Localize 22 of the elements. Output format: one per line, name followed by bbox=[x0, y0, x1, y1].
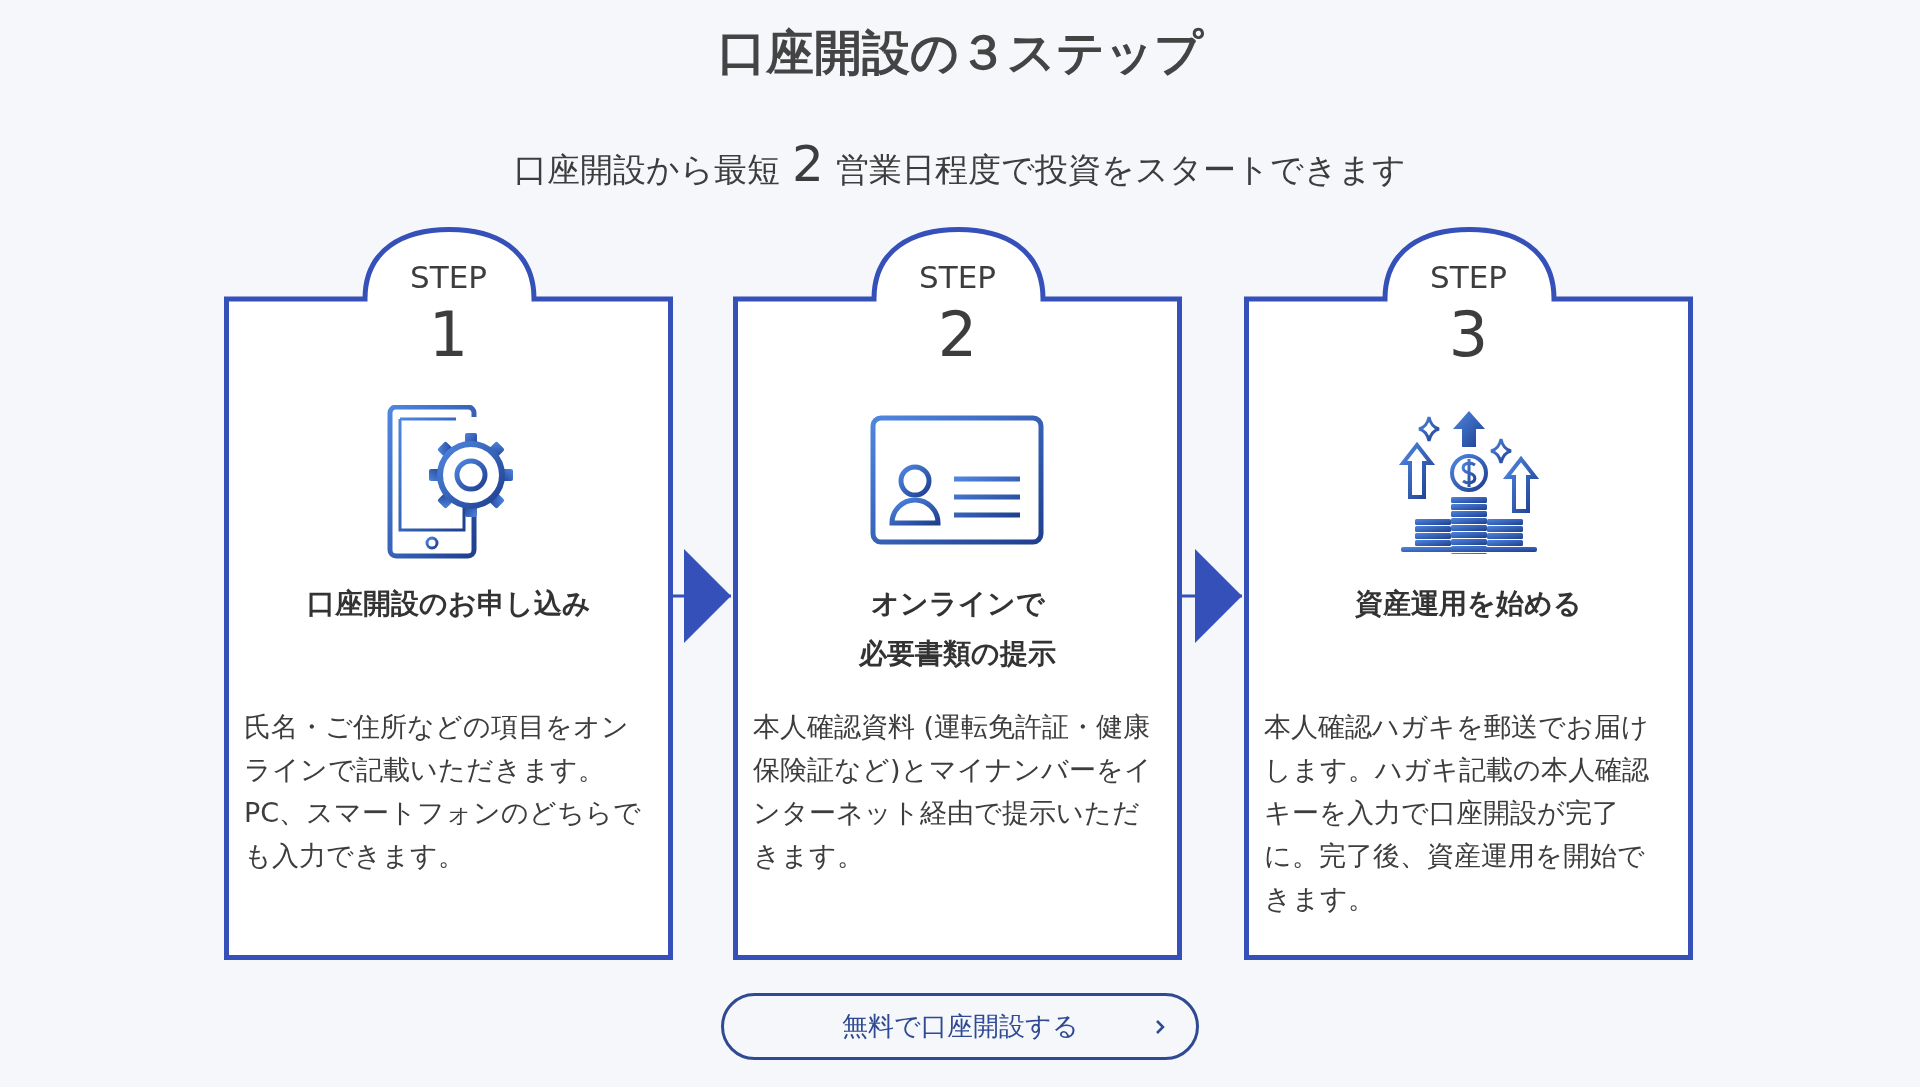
step-description: 本人確認資料 (運転免許証・健康保険証など)とマイナンバーをインターネット経由で提示いただきます。 bbox=[753, 710, 1153, 873]
step-card bbox=[1244, 227, 1693, 960]
arrow bbox=[1182, 549, 1242, 643]
step-card bbox=[733, 227, 1182, 960]
step-heading: 資産運用を始める bbox=[1354, 586, 1583, 622]
signup-button: 無料で口座開設する bbox=[721, 993, 1199, 1060]
step-card bbox=[224, 227, 673, 960]
arrow bbox=[673, 549, 731, 643]
subtitle-text: 営業日程度で投資をスタートできます bbox=[835, 150, 1406, 189]
subtitle-text: 口座開設から最短 bbox=[514, 150, 781, 189]
step-label: STEP bbox=[409, 258, 488, 297]
step-description: 本人確認ハガキを郵送でお届けします。ハガキ記載の本人確認キーを入力で口座開設が完了に。完了後、資産運用を開始できます。 bbox=[1264, 710, 1650, 916]
step-number: 2 bbox=[936, 297, 979, 373]
step-number: 1 bbox=[427, 297, 470, 373]
step-label: STEP bbox=[1429, 258, 1508, 297]
step-heading: 口座開設のお申し込み bbox=[305, 586, 592, 622]
step-label: STEP bbox=[918, 258, 997, 297]
title: 口座開設の３ステップ bbox=[716, 23, 1205, 82]
step-heading: オンラインで必要書類の提示 bbox=[858, 586, 1057, 672]
subtitle-text: 2 bbox=[792, 135, 824, 193]
step-description: 氏名・ご住所などの項目をオンラインで記載いただきます。PC、スマートフォンのどちらでも入力できます。 bbox=[244, 710, 643, 873]
step-number: 3 bbox=[1447, 297, 1490, 373]
